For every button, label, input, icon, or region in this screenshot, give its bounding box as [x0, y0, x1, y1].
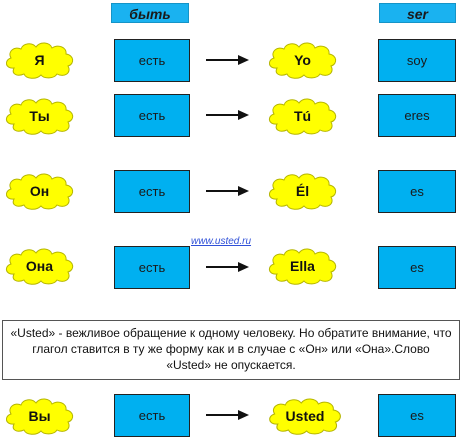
- ser-form-box: eres: [378, 94, 456, 137]
- pronoun-es-label: Tú: [293, 108, 312, 124]
- pronoun-es-cloud: Usted: [265, 396, 345, 436]
- pronoun-es-label: Ella: [290, 258, 315, 274]
- pronoun-ru-cloud: Она: [2, 246, 77, 286]
- pronoun-es-label: Él: [295, 183, 310, 199]
- ser-form-box: es: [378, 394, 456, 437]
- ser-form-box: es: [378, 170, 456, 213]
- arrow-right-icon: [206, 55, 249, 65]
- pronoun-es-cloud: Ella: [265, 246, 340, 286]
- usted-note: «Usted» - вежливое обращение к одному че…: [2, 320, 460, 380]
- header-byt: быть: [111, 3, 189, 23]
- arrow-right-icon: [206, 262, 249, 272]
- pronoun-ru-label: Он: [29, 183, 50, 199]
- usted-link[interactable]: www.usted.ru: [191, 236, 252, 247]
- pronoun-es-cloud: Él: [265, 171, 340, 211]
- byt-form-box: есть: [114, 246, 190, 289]
- byt-form-box: есть: [114, 394, 190, 437]
- header-ser: ser: [379, 3, 456, 23]
- pronoun-ru-cloud: Вы: [2, 396, 77, 436]
- byt-form-box: есть: [114, 39, 190, 82]
- pronoun-es-cloud: Tú: [265, 96, 340, 136]
- byt-form-box: есть: [114, 170, 190, 213]
- pronoun-ru-cloud: Я: [2, 40, 77, 80]
- arrow-right-icon: [206, 410, 249, 420]
- byt-form-box: есть: [114, 94, 190, 137]
- ser-form-box: soy: [378, 39, 456, 82]
- pronoun-es-label: Yo: [294, 52, 311, 68]
- arrow-right-icon: [206, 186, 249, 196]
- pronoun-ru-cloud: Он: [2, 171, 77, 211]
- pronoun-ru-label: Вы: [28, 408, 51, 424]
- pronoun-ru-label: Я: [34, 52, 45, 68]
- pronoun-ru-label: Ты: [29, 108, 50, 124]
- pronoun-es-label: Usted: [285, 408, 325, 424]
- arrow-right-icon: [206, 110, 249, 120]
- ser-form-box: es: [378, 246, 456, 289]
- pronoun-ru-label: Она: [25, 258, 54, 274]
- pronoun-es-cloud: Yo: [265, 40, 340, 80]
- pronoun-ru-cloud: Ты: [2, 96, 77, 136]
